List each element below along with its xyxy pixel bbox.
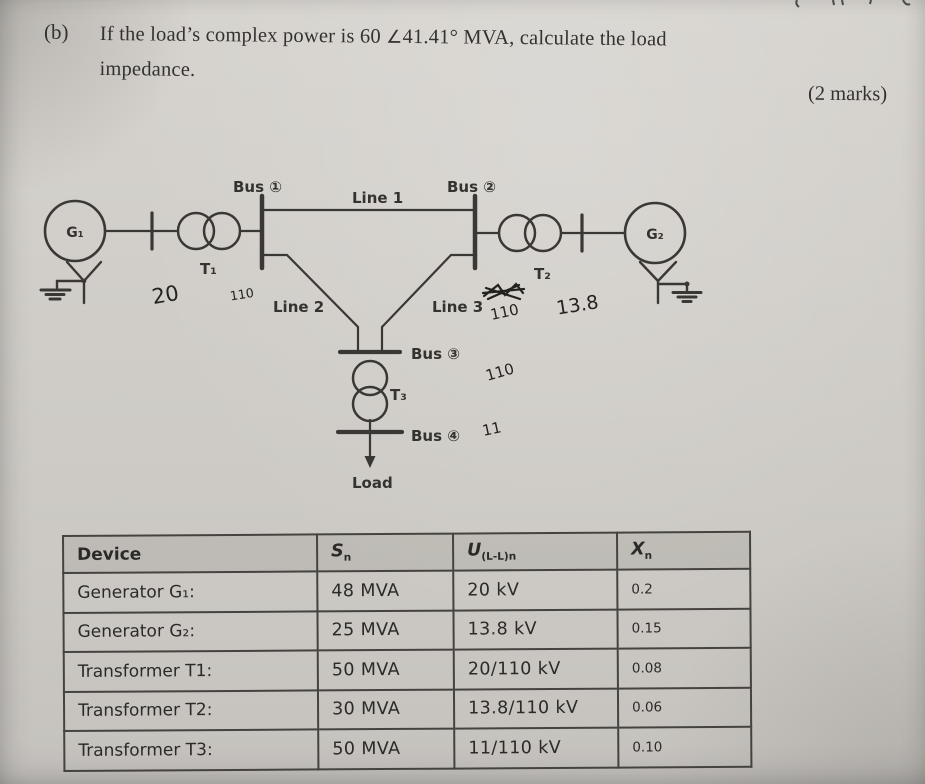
line2-wire: [260, 253, 360, 353]
cell-xn: 0.06: [617, 687, 752, 728]
g1-wye-ground-symbol: [39, 260, 103, 305]
sn-subscript: n: [343, 551, 352, 564]
transformer-t2-symbol: [497, 213, 563, 253]
table-row-t1: Transformer T1: 50 MVA 20/110 kV 0.08: [63, 647, 751, 692]
generator-g2-symbol: [623, 201, 687, 265]
col-header-ulln: U(L-L)n: [452, 532, 618, 571]
handwritten-g2-voltage: 13.8: [555, 291, 600, 319]
col-header-xn: Xn: [616, 531, 751, 570]
line1-label: Line 1: [352, 189, 403, 207]
handwritten-bus1-voltage: 110: [229, 285, 255, 304]
sn-symbol: S: [331, 541, 344, 562]
g2-label: G₂: [646, 227, 664, 243]
handwritten-bus4-voltage: 11: [481, 418, 503, 440]
handwritten-line3-voltage: 110: [489, 300, 521, 324]
t1-label: T₁: [200, 260, 217, 278]
cell-device: Transformer T2:: [63, 689, 319, 731]
bus1-label: Bus ①: [233, 178, 282, 196]
cell-ulln: 11/110 kV: [454, 727, 619, 769]
ulln-symbol: U: [467, 540, 482, 561]
g1-label: G₁: [66, 225, 84, 241]
bus3-label: Bus ③: [411, 345, 460, 363]
col-header-sn: Sn: [317, 533, 454, 572]
cell-xn: 0.15: [617, 608, 751, 649]
table-row-g2: Generator G₂: 25 MVA 13.8 kV 0.15: [63, 608, 751, 652]
cell-sn: 30 MVA: [317, 689, 455, 730]
device-ratings-table: Device Sn U(L-L)n Xn Generator G₁: 48 MV…: [62, 530, 753, 772]
table-row-t2: Transformer T2: 30 MVA 13.8/110 kV 0.06: [63, 687, 752, 731]
g2-wye-ground-symbol: [638, 260, 703, 305]
cell-xn: 0.08: [617, 647, 751, 689]
cell-xn: 0.2: [617, 568, 751, 610]
cell-device: Transformer T3:: [64, 729, 319, 771]
device-ratings-table-wrap: Device Sn U(L-L)n Xn Generator G₁: 48 MV…: [62, 530, 753, 772]
cell-sn: 25 MVA: [317, 610, 454, 651]
cropped-text-fragments: [795, 0, 911, 8]
bus4-label: Bus ④: [411, 427, 460, 445]
cell-ulln: 20 kV: [453, 569, 618, 611]
xn-subscript: n: [644, 550, 653, 563]
table-row-g1: Generator G₁: 48 MVA 20 kV 0.2: [63, 568, 751, 613]
handwritten-bus3-voltage: 110: [484, 360, 516, 385]
ulln-subscript: (L-L)n: [481, 550, 517, 564]
load-arrowhead: [364, 456, 376, 468]
cell-device: Generator G₁:: [63, 571, 318, 613]
cell-ulln: 20/110 kV: [453, 648, 618, 690]
header-row: Device Sn U(L-L)n Xn: [63, 531, 751, 573]
line3-wire: [380, 253, 477, 353]
t2-label: T₂: [534, 265, 551, 283]
handwritten-g1-voltage: 20: [150, 281, 180, 309]
cell-sn: 48 MVA: [317, 570, 454, 611]
line3-label: Line 3: [432, 298, 483, 316]
col-header-device: Device: [63, 534, 318, 573]
cell-xn: 0.10: [618, 726, 752, 768]
xn-symbol: X: [631, 539, 645, 560]
scribbled-out-annotation: [481, 282, 526, 301]
load-label: Load: [352, 474, 393, 492]
cell-ulln: 13.8 kV: [453, 609, 618, 650]
cell-sn: 50 MVA: [317, 649, 454, 690]
t3-label: T₃: [390, 386, 407, 404]
cell-device: Generator G₂:: [63, 610, 318, 652]
line2-label: Line 2: [273, 298, 324, 316]
table-row-t3: Transformer T3: 50 MVA 11/110 kV 0.10: [64, 726, 752, 771]
cell-sn: 50 MVA: [318, 728, 455, 769]
cell-ulln: 13.8/110 kV: [453, 688, 619, 729]
transformer-t3-symbol: [351, 359, 389, 423]
cell-device: Transformer T1:: [63, 650, 318, 692]
bus2-label: Bus ②: [447, 178, 496, 196]
question-part-label: (b): [44, 20, 69, 44]
transformer-t1-symbol: [176, 211, 242, 251]
